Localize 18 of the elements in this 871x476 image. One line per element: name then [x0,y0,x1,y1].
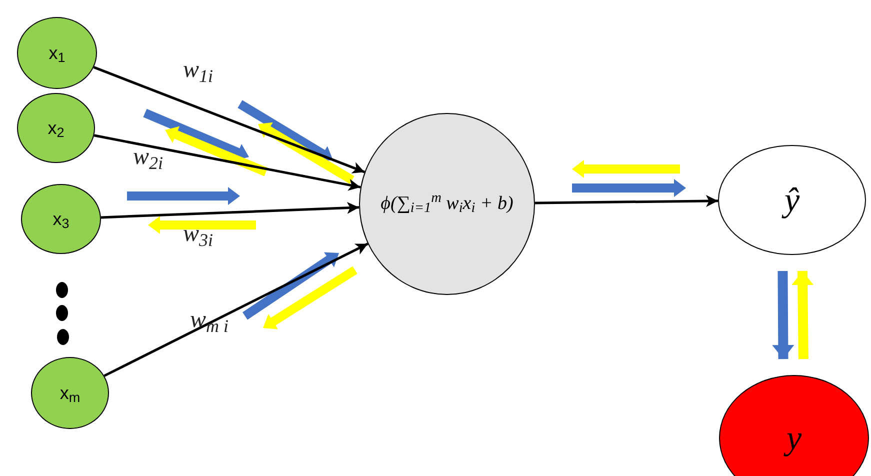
arrow [792,270,814,360]
arrow [94,134,361,191]
node-label: x$_{1}$ [48,42,66,66]
node-label: x$_{2}$ [48,116,64,142]
arrow [93,66,366,174]
arrow [772,270,794,360]
formula-text: ϕ(∑$_{i=1}$$^{m}$ w$_{i}$x$_{i}$ + b) [380,190,514,218]
node-label: x$_{3}$ [52,208,70,232]
edge-label: w$_{3i}$ [183,222,214,246]
edge-label: w$_{m i}$ [190,308,229,332]
node-label: y [786,412,802,464]
node-label: ŷ [784,174,800,226]
arrow [104,242,368,377]
edge-label: w$_{1i}$ [183,58,214,82]
edge-label: w$_{2i}$ [133,145,164,169]
arrow [100,202,360,219]
arrow [534,195,718,207]
node-label: x$_{m}$ [60,382,80,406]
